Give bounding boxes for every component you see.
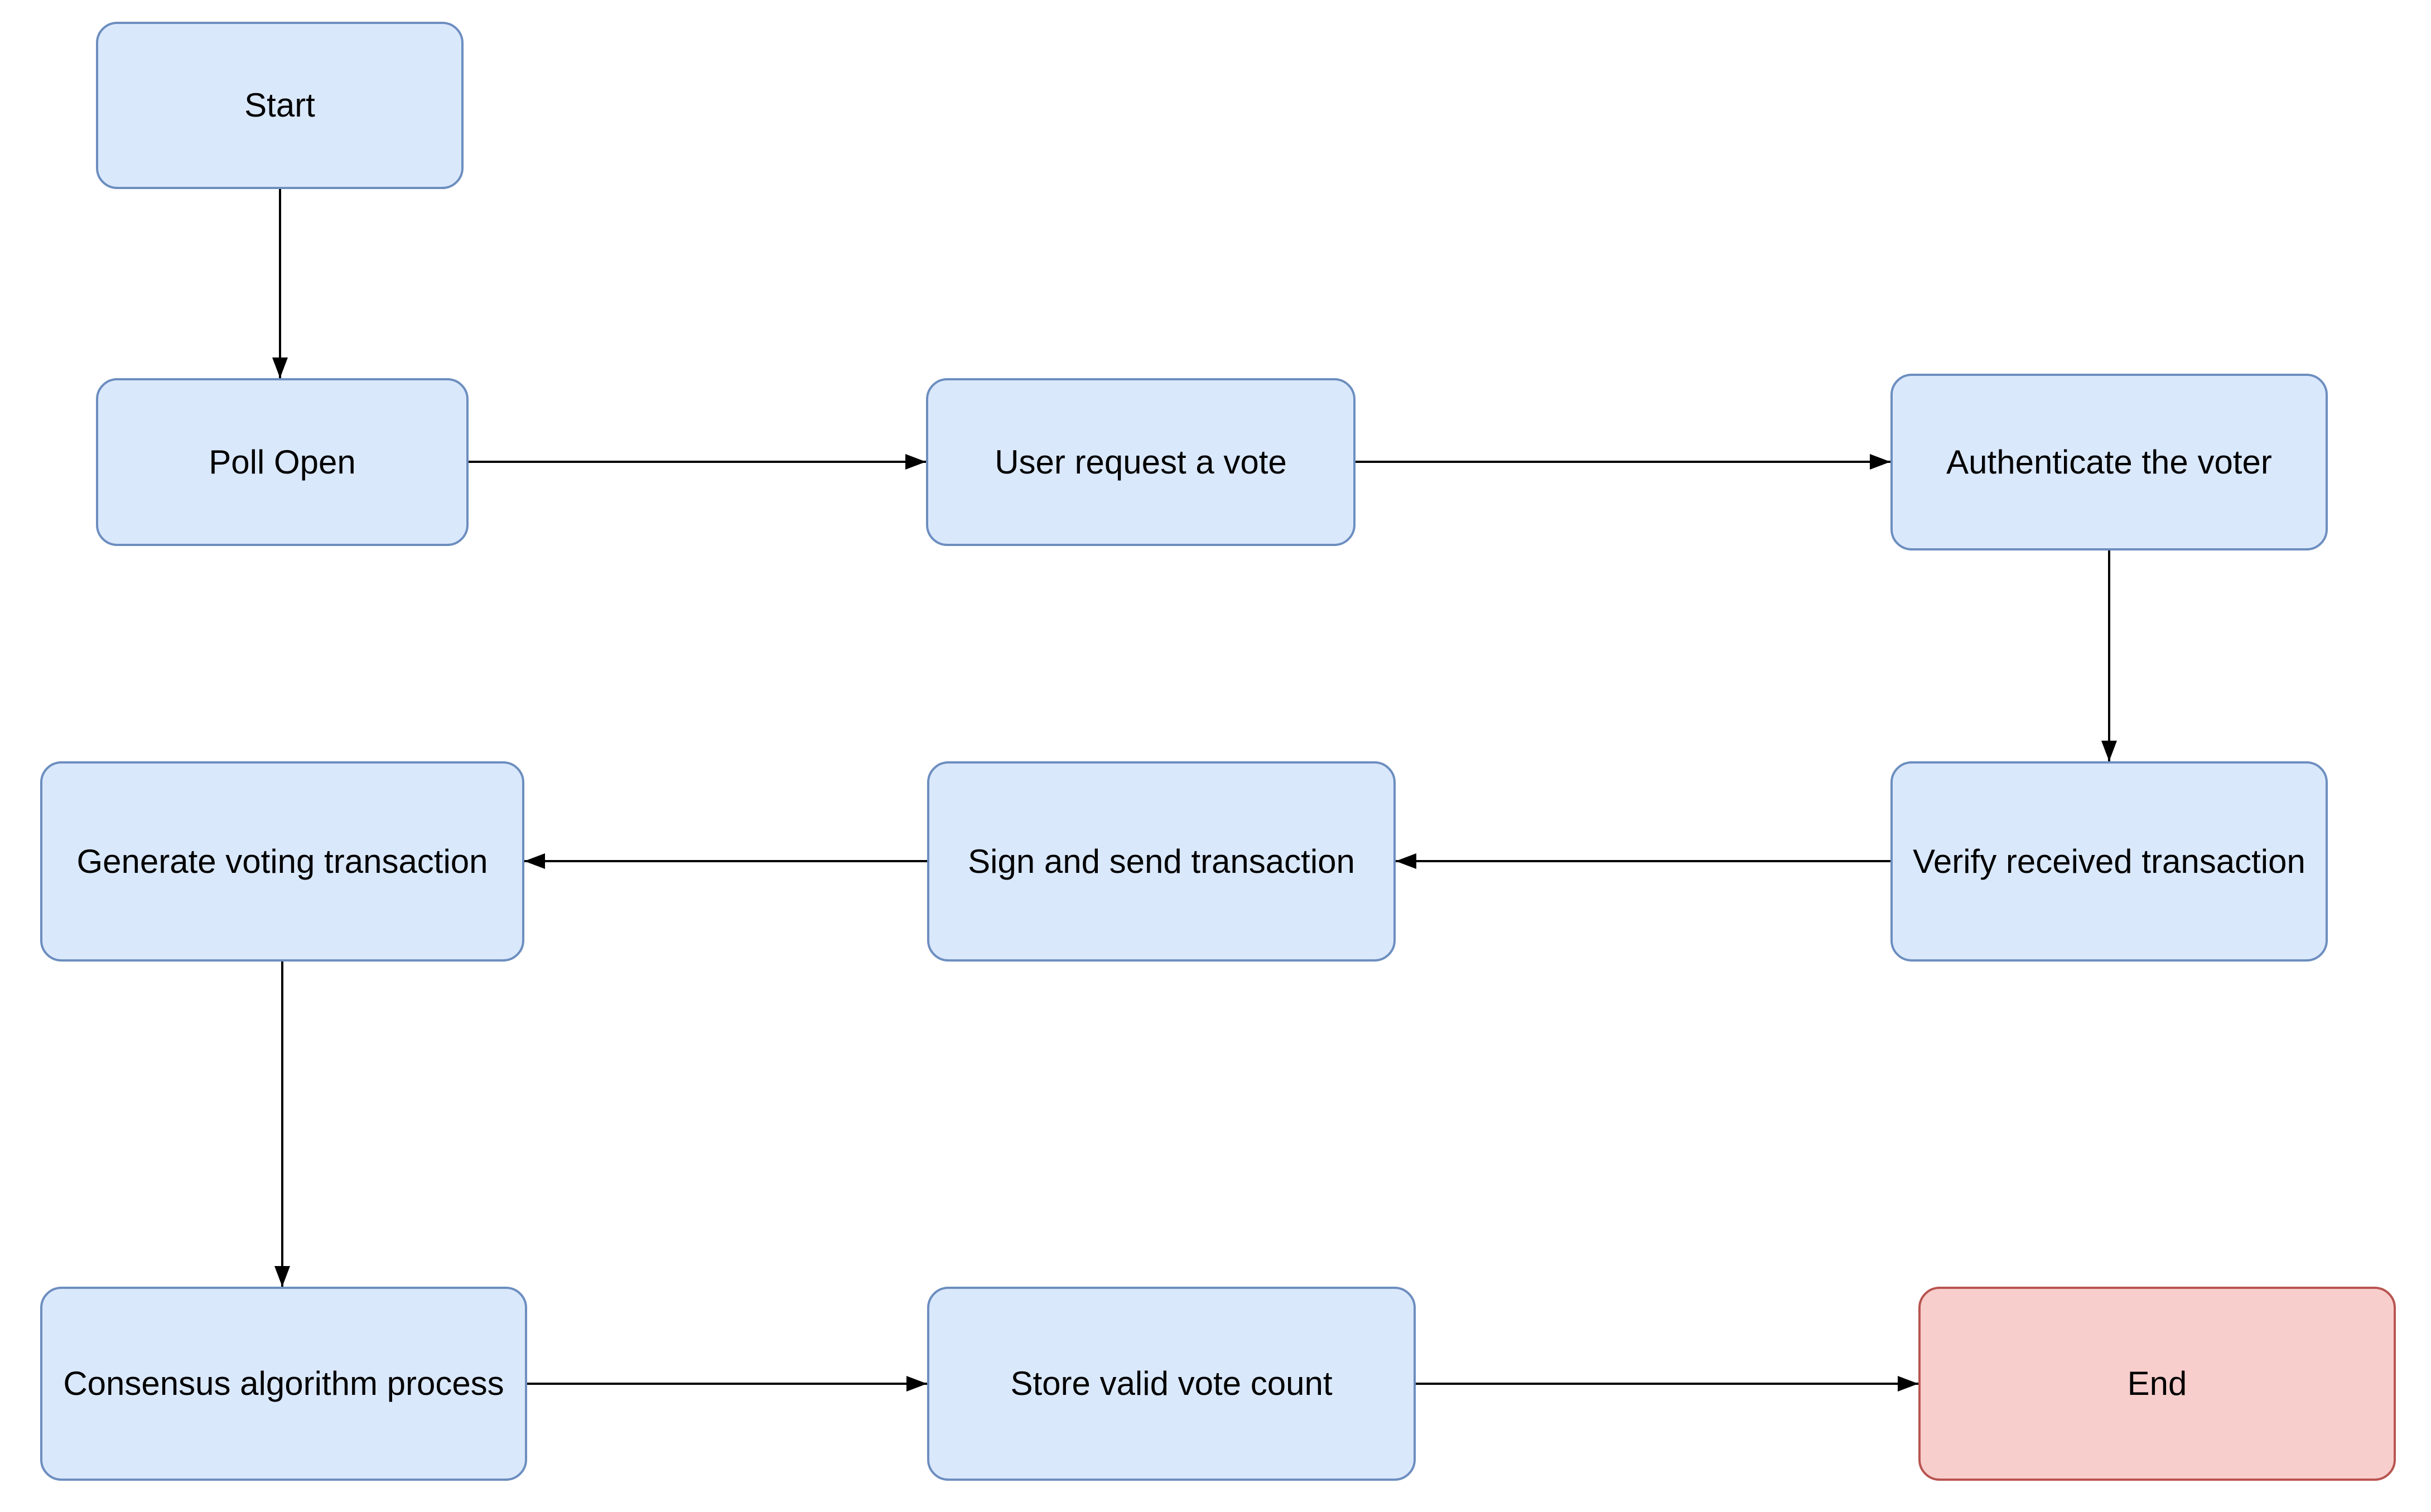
node-user-request-a-vote: User request a vote — [926, 378, 1356, 546]
node-poll-open: Poll Open — [96, 378, 469, 546]
node-start: Start — [96, 22, 464, 189]
node-end: End — [1918, 1287, 2396, 1481]
node-authenticate-the-voter: Authenticate the voter — [1890, 374, 2328, 550]
node-verify-received-transaction: Verify received transaction — [1890, 761, 2328, 962]
node-generate-voting-transaction: Generate voting transaction — [40, 761, 524, 962]
node-sign-and-send-transaction: Sign and send transaction — [927, 761, 1396, 962]
node-store-valid-vote-count: Store valid vote count — [927, 1287, 1416, 1481]
node-consensus-algorithm-process: Consensus algorithm process — [40, 1287, 527, 1481]
